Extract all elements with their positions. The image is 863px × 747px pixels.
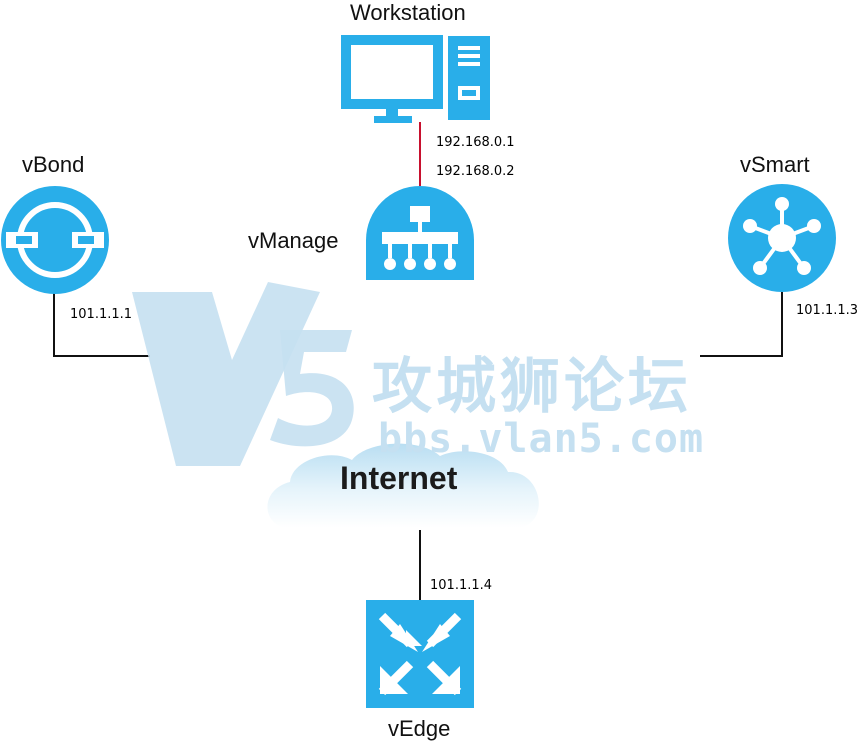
watermark-url: bbs.vlan5.com xyxy=(378,416,705,462)
cloud-icon xyxy=(267,443,539,528)
vsmart-ip: 101.1.1.3 xyxy=(796,303,859,318)
vedge-ip: 101.1.1.4 xyxy=(430,578,493,593)
link-vsmart-internet xyxy=(700,292,783,357)
internet-label: Internet xyxy=(340,460,458,496)
vedge-label: vEdge xyxy=(388,716,451,741)
vbond-ip: 101.1.1.1 xyxy=(70,307,133,322)
vmanage-ip: 192.168.0.2 xyxy=(436,164,515,179)
vsmart-label: vSmart xyxy=(740,152,810,177)
vmanage-label: vManage xyxy=(248,228,339,253)
watermark-title: 攻城狮论坛 xyxy=(372,352,692,422)
watermark-v-shape xyxy=(132,282,320,466)
link-vbond-internet xyxy=(53,292,150,357)
workstation-label: Workstation xyxy=(350,0,466,25)
watermark-5-shape xyxy=(270,330,354,447)
vbond-label: vBond xyxy=(22,152,85,177)
workstation-ip: 192.168.0.1 xyxy=(436,135,515,150)
